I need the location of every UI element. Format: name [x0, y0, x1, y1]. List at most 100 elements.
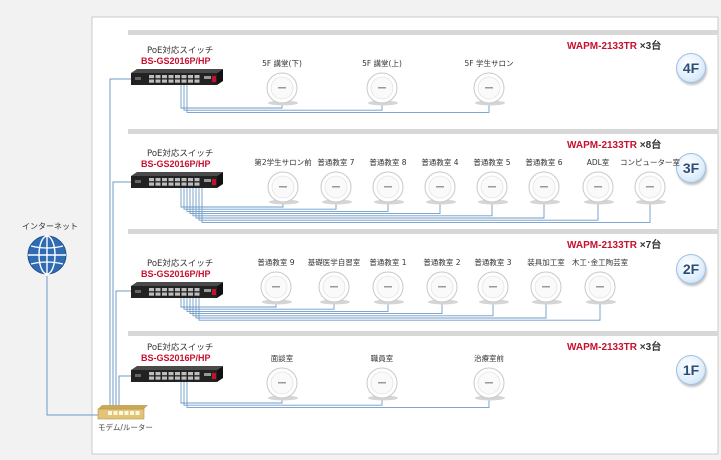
uplink-cable [109, 78, 131, 408]
ap-cable [183, 188, 337, 210]
ap-cable [198, 298, 601, 321]
access-point-icon [634, 171, 666, 205]
floor-badge: 3F [676, 153, 706, 183]
switch-title: PoE対応スイッチ [147, 259, 214, 269]
ap-cable [189, 298, 443, 315]
ap-label: ADL室 [586, 158, 610, 167]
access-point-icon [528, 171, 560, 205]
switch-model: BS-GS2016P/HP [141, 159, 211, 169]
uplink-cable [112, 181, 131, 408]
ap-count: ×7台 [637, 240, 662, 251]
ap-label: 普通教室 2 [423, 258, 461, 267]
ap-model-count: WAPM-2133TR ×8台 [567, 136, 661, 151]
access-point-icon [318, 271, 350, 305]
ap-label: コンピューター室 [620, 158, 680, 167]
poe-switch-icon [131, 172, 223, 188]
ap-label: 普通教室 9 [257, 258, 295, 267]
access-point-icon [584, 271, 616, 305]
ap-label: 治療室前 [474, 354, 504, 363]
switch-model: BS-GS2016P/HP [141, 353, 211, 363]
ap-model-count: WAPM-2133TR ×3台 [567, 338, 661, 353]
ap-cable [183, 85, 383, 111]
access-point-icon [477, 271, 509, 305]
floor-divider [128, 331, 718, 336]
ap-model: WAPM-2133TR [567, 140, 638, 151]
ap-cable [195, 298, 547, 319]
ap-label: 装具加工室 [527, 258, 565, 267]
ap-cable [192, 298, 494, 317]
internet-globe-icon [27, 235, 67, 275]
switch-title: PoE対応スイッチ [147, 46, 214, 56]
modem-label: モデム/ルーター [98, 423, 153, 432]
ap-label: 5F 講堂(上) [362, 59, 402, 68]
ap-label: 普通教室 3 [474, 258, 512, 267]
ap-cable [180, 85, 283, 109]
floor-badge: 4F [676, 53, 706, 83]
ap-cable [186, 85, 490, 113]
ap-cable [189, 188, 441, 215]
access-point-icon [476, 171, 508, 205]
access-point-icon [266, 72, 298, 106]
ap-cable [180, 188, 284, 208]
modem-router-icon [97, 405, 148, 420]
access-point-icon [426, 271, 458, 305]
access-point-icon [260, 271, 292, 305]
ap-label: 普通教室 7 [317, 158, 355, 167]
switch-model: BS-GS2016P/HP [141, 269, 211, 279]
ap-cable [186, 298, 389, 312]
access-point-icon [372, 271, 404, 305]
ap-cable [183, 382, 383, 406]
ap-cable [183, 298, 335, 310]
ap-label: 普通教室 5 [473, 158, 511, 167]
switch-title: PoE対応スイッチ [147, 343, 214, 353]
ap-label: 普通教室 8 [369, 158, 407, 167]
poe-switch-icon [131, 282, 223, 298]
ap-cable [180, 298, 277, 308]
ap-label: 普通教室 4 [421, 158, 459, 167]
access-point-icon [267, 171, 299, 205]
ap-model: WAPM-2133TR [567, 41, 638, 52]
ap-label: 面談室 [270, 354, 294, 363]
floor-badge: 1F [676, 355, 706, 385]
poe-switch-icon [131, 366, 223, 382]
floor-divider [128, 30, 718, 35]
internet-cable [46, 276, 98, 416]
access-point-icon [582, 171, 614, 205]
access-point-icon [530, 271, 562, 305]
ap-count: ×3台 [637, 342, 662, 353]
ap-cable [195, 188, 545, 219]
ap-label: 5F 講堂(下) [262, 59, 302, 68]
access-point-icon [320, 171, 352, 205]
ap-model: WAPM-2133TR [567, 240, 638, 251]
internet-label: インターネット [22, 222, 78, 231]
floor-divider [128, 229, 718, 234]
ap-label: 基礎医学自習室 [307, 258, 361, 267]
ap-cable [180, 382, 283, 404]
floor-badge: 2F [676, 254, 706, 284]
ap-model: WAPM-2133TR [567, 342, 638, 353]
access-point-icon [366, 367, 398, 401]
ap-count: ×3台 [637, 41, 662, 52]
ap-label: 普通教室 6 [525, 158, 563, 167]
ap-cable [186, 382, 490, 408]
ap-model-count: WAPM-2133TR ×3台 [567, 37, 661, 52]
access-point-icon [366, 72, 398, 106]
poe-switch-icon [131, 69, 223, 85]
uplink-cable [118, 375, 131, 408]
uplink-cable [115, 290, 131, 408]
floor-divider [128, 129, 718, 134]
ap-count: ×8台 [637, 140, 662, 151]
switch-model: BS-GS2016P/HP [141, 56, 211, 66]
ap-label: 第2学生サロン前 [254, 158, 312, 167]
access-point-icon [266, 367, 298, 401]
access-point-icon [473, 72, 505, 106]
ap-label: 職員室 [370, 354, 394, 363]
ap-label: 普通教室 1 [369, 258, 407, 267]
switch-title: PoE対応スイッチ [147, 149, 214, 159]
ap-model-count: WAPM-2133TR ×7台 [567, 236, 661, 251]
ap-cable [186, 188, 389, 212]
ap-cable [201, 188, 651, 223]
ap-label: 5F 学生サロン [464, 59, 514, 68]
